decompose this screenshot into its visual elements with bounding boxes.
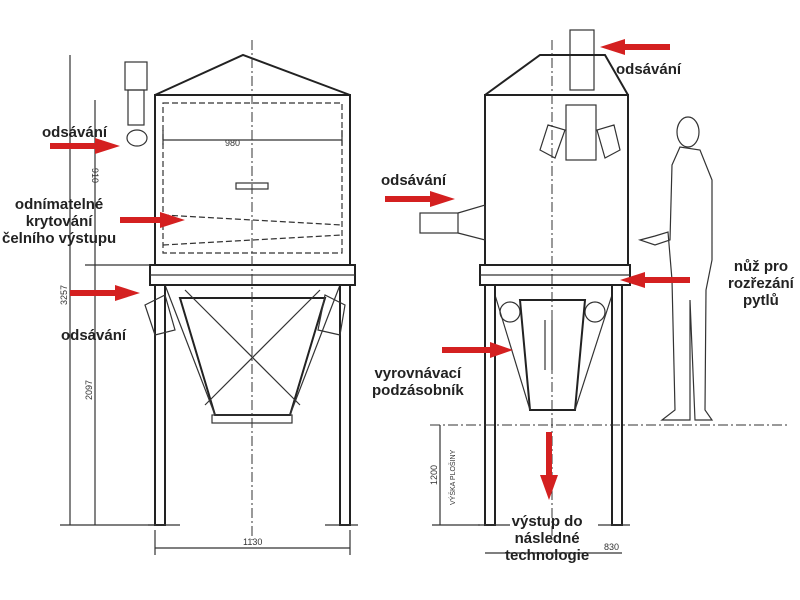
- label-suction-left-top: odsávání: [42, 124, 108, 141]
- dim-upper-height: 910: [90, 168, 100, 183]
- arrow-bag-knife: [620, 272, 690, 288]
- human-figure: [637, 116, 714, 421]
- arrow-equalizing-hopper: [442, 342, 513, 358]
- right-dimensions: 1200 VÝŠKA PLOŠINY 830: [429, 425, 622, 554]
- platform-height-label: VÝŠKA PLOŠINY: [448, 449, 457, 505]
- right-machine-side-view: [419, 29, 790, 540]
- arrow-suction-right-top: [600, 39, 670, 55]
- arrow-outlet: [540, 432, 558, 500]
- arrow-suction-left-top: [50, 138, 120, 154]
- dim-left-width: 1130: [243, 537, 262, 547]
- label-outlet: výstup do následné technologie: [505, 513, 590, 564]
- label-suction-right-top: odsávání: [616, 61, 682, 78]
- dim-platform-height: 1200: [429, 465, 439, 485]
- dim-inner-width: 980: [225, 138, 240, 148]
- dim-lower-height: 2097: [84, 380, 94, 400]
- label-bag-knife: nůž pro rozřezání pytlů: [728, 258, 794, 309]
- label-equalizing-hopper: vyrovnávací podzásobník: [372, 365, 464, 399]
- arrow-suction-left-bottom: [70, 285, 140, 301]
- dim-right-width: 830: [604, 542, 619, 552]
- arrows: [50, 39, 690, 500]
- label-removable-cover: odnímatelné krytování čelního výstupu: [2, 196, 117, 247]
- arrow-suction-right-side: [385, 191, 455, 207]
- label-suction-left-bottom: odsávání: [61, 327, 127, 344]
- left-machine-front-view: [124, 40, 358, 540]
- dim-total-height: 3257: [59, 285, 69, 305]
- left-dimensions: 3257 910 2097 980 1130: [59, 55, 351, 555]
- arrow-removable-cover: [120, 212, 185, 228]
- label-suction-right-side: odsávání: [381, 172, 447, 189]
